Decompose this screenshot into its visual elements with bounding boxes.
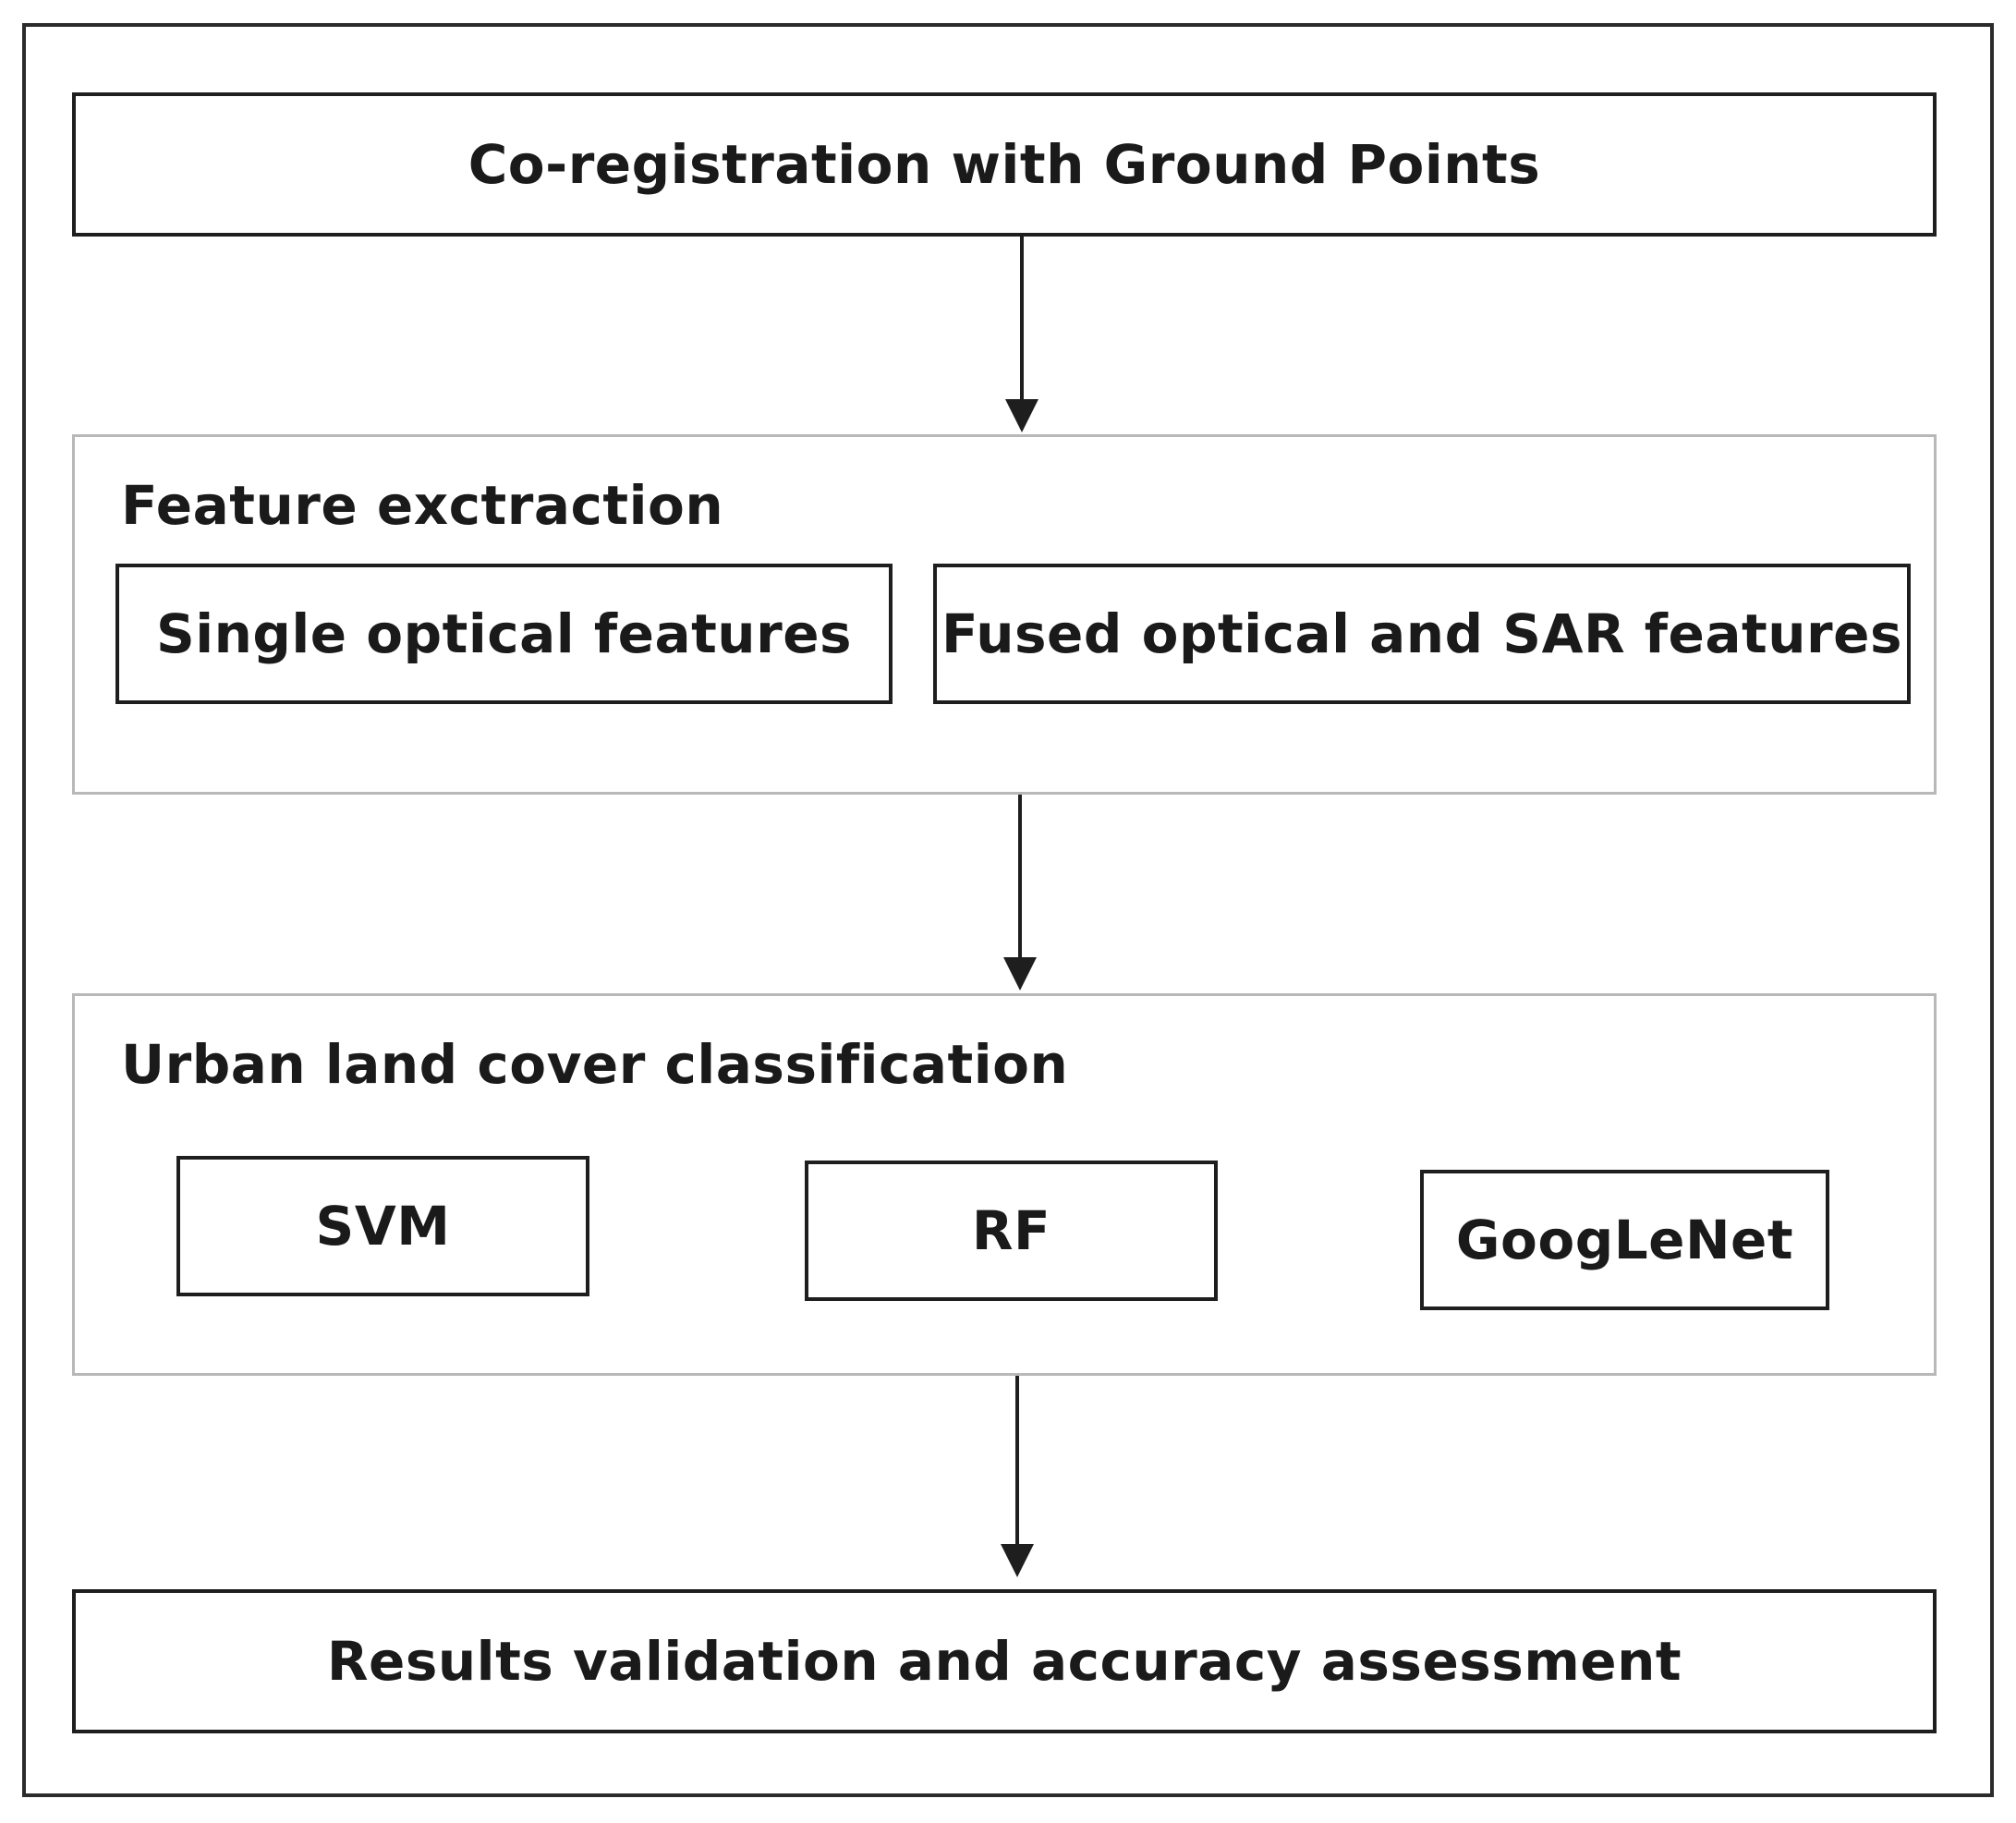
classification-group: Urban land cover classification SVM RF G… <box>72 993 1937 1376</box>
googlenet-box: GoogLeNet <box>1420 1170 1829 1310</box>
single-optical-features-label: Single optical features <box>155 602 853 665</box>
svm-label: SVM <box>315 1195 451 1258</box>
fused-optical-sar-features-box: Fused optical and SAR features <box>933 564 1911 704</box>
classification-title: Urban land cover classification <box>121 1033 1069 1096</box>
svm-box: SVM <box>176 1156 589 1296</box>
feature-extraction-group: Feature exctraction Single optical featu… <box>72 434 1937 795</box>
rf-label: RF <box>971 1199 1051 1262</box>
results-validation-label: Results validation and accuracy assessme… <box>326 1630 1682 1693</box>
googlenet-label: GoogLeNet <box>1455 1209 1794 1271</box>
diagram-frame <box>22 23 1994 1797</box>
results-validation-box: Results validation and accuracy assessme… <box>72 1589 1937 1733</box>
fused-optical-sar-features-label: Fused optical and SAR features <box>941 602 1902 665</box>
rf-box: RF <box>805 1161 1218 1301</box>
coregistration-label: Co-registration with Ground Points <box>468 133 1541 196</box>
feature-extraction-title: Feature exctraction <box>121 474 724 537</box>
coregistration-box: Co-registration with Ground Points <box>72 92 1937 237</box>
single-optical-features-box: Single optical features <box>115 564 893 704</box>
